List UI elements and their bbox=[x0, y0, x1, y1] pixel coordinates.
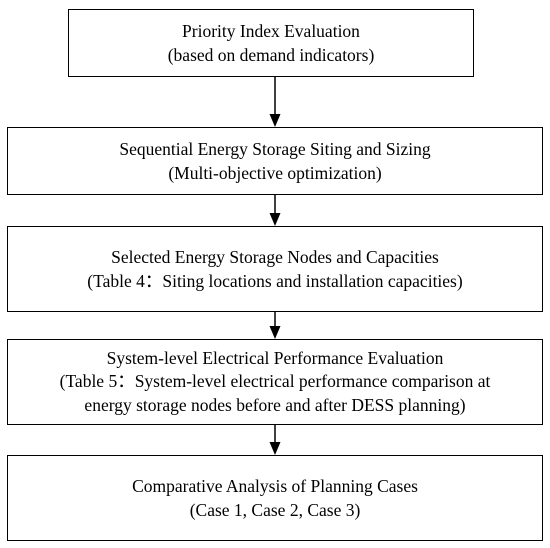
arrow-down-icon bbox=[269, 425, 281, 455]
step-subtitle: (Table 5：System-level electrical perform… bbox=[59, 371, 491, 392]
step-title: Comparative Analysis of Planning Cases bbox=[132, 475, 418, 496]
step-title: Sequential Energy Storage Siting and Siz… bbox=[119, 138, 431, 159]
flow-step-selected-nodes: Selected Energy Storage Nodes and Capaci… bbox=[7, 226, 543, 312]
step-title: Priority Index Evaluation bbox=[182, 20, 360, 41]
step-subtitle: (based on demand indicators) bbox=[167, 45, 375, 65]
step-title: System-level Electrical Performance Eval… bbox=[106, 348, 444, 369]
flow-step-comparative-analysis: Comparative Analysis of Planning Cases (… bbox=[7, 455, 543, 541]
step-title: Selected Energy Storage Nodes and Capaci… bbox=[111, 246, 439, 267]
flow-step-performance-evaluation: System-level Electrical Performance Eval… bbox=[7, 339, 543, 425]
flow-step-siting-sizing: Sequential Energy Storage Siting and Siz… bbox=[7, 127, 543, 195]
arrow-down-icon bbox=[269, 77, 281, 127]
step-subtitle: (Multi-objective optimization) bbox=[168, 163, 382, 183]
step-subtitle: (Case 1, Case 2, Case 3) bbox=[189, 500, 361, 520]
flow-step-priority-index: Priority Index Evaluation (based on dema… bbox=[68, 9, 474, 77]
arrow-down-icon bbox=[269, 312, 281, 339]
step-subtitle: (Table 4：Siting locations and installati… bbox=[87, 271, 463, 291]
step-subtitle-continued: energy storage nodes before and after DE… bbox=[84, 394, 466, 415]
arrow-down-icon bbox=[269, 195, 281, 226]
